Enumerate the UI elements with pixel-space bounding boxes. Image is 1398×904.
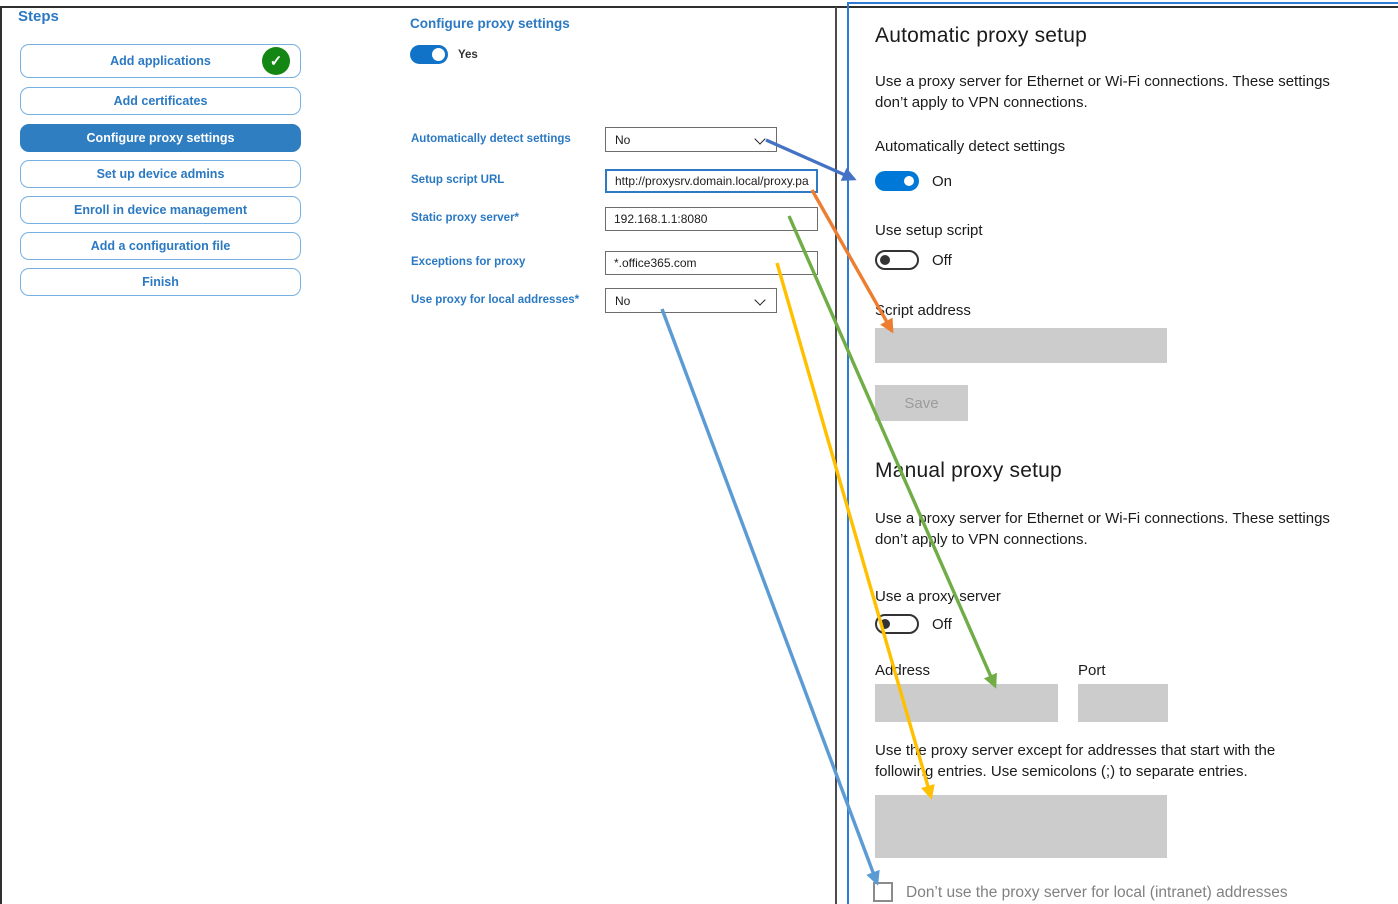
vertical-divider: [835, 7, 837, 904]
local-addresses-arrow: [660, 308, 880, 886]
setup-script-url-input[interactable]: http://proxysrv.domain.local/proxy.pa: [605, 169, 818, 193]
sidebar-item-configure-proxy-settings[interactable]: Configure proxy settings: [20, 124, 301, 152]
dont-use-proxy-local-label: Don’t use the proxy server for local (in…: [906, 884, 1288, 901]
automatic-proxy-description: Use a proxy server for Ethernet or Wi-Fi…: [875, 73, 1330, 111]
window-left-border: [0, 6, 2, 904]
manual-proxy-description: Use a proxy server for Ethernet or Wi-Fi…: [875, 510, 1330, 548]
sidebar-item-finish[interactable]: Finish: [20, 268, 301, 296]
detect-settings-toggle-state: On: [932, 173, 953, 190]
proxy-exceptions-help-text: Use the proxy server except for addresse…: [875, 742, 1276, 780]
detect-settings-label: Automatically detect settings: [875, 138, 1066, 155]
field-label-use-proxy-for-local-addresses: Use proxy for local addresses*: [411, 294, 580, 306]
input-value: http://proxysrv.domain.local/proxy.pa: [615, 174, 809, 188]
input-value: *.office365.com: [614, 256, 697, 270]
automatic-proxy-setup-heading: Automatic proxy setup: [875, 24, 1087, 47]
field-label-setup-script-url: Setup script URL: [411, 174, 505, 186]
use-a-proxy-server-toggle[interactable]: [875, 614, 919, 634]
use-setup-script-toggle-state: Off: [932, 252, 952, 269]
toggle-knob: [880, 619, 890, 629]
configure-proxy-toggle-state: Yes: [458, 49, 478, 61]
chevron-down-icon: [754, 133, 766, 145]
use-a-proxy-server-label: Use a proxy server: [875, 588, 1001, 605]
sidebar-item-set-up-device-admins[interactable]: Set up device admins: [20, 160, 301, 188]
address-input[interactable]: [875, 684, 1058, 722]
save-button[interactable]: Save: [875, 385, 968, 421]
completed-check-icon: ✓: [262, 47, 290, 75]
exceptions-for-proxy-input[interactable]: *.office365.com: [605, 251, 818, 275]
configure-proxy-toggle[interactable]: [410, 45, 448, 64]
manual-proxy-setup-heading: Manual proxy setup: [875, 459, 1062, 482]
port-input[interactable]: [1078, 684, 1168, 722]
use-proxy-for-local-addresses-select[interactable]: No: [605, 288, 777, 313]
step-label: Set up device admins: [96, 167, 225, 181]
script-address-input[interactable]: [875, 328, 1167, 363]
proxy-exceptions-textarea[interactable]: [875, 795, 1167, 858]
script-address-label: Script address: [875, 302, 971, 319]
use-a-proxy-server-toggle-state: Off: [932, 616, 952, 633]
field-label-static-proxy-server: Static proxy server*: [411, 212, 520, 224]
toggle-knob: [880, 255, 890, 265]
step-label: Finish: [142, 275, 179, 289]
window-top-border: [0, 6, 1398, 8]
select-value: No: [615, 293, 631, 308]
form-title: Configure proxy settings: [410, 16, 570, 31]
automatically-detect-settings-select[interactable]: No: [605, 127, 777, 152]
chevron-down-icon: [754, 294, 766, 306]
port-label: Port: [1078, 662, 1106, 679]
step-label: Add applications: [110, 54, 211, 68]
toggle-knob: [432, 48, 445, 61]
field-label-automatically-detect-settings: Automatically detect settings: [411, 133, 571, 145]
steps-title: Steps: [18, 8, 59, 25]
input-value: 192.168.1.1:8080: [614, 212, 708, 226]
static-proxy-server-input[interactable]: 192.168.1.1:8080: [605, 207, 818, 231]
sidebar-item-add-a-configuration-file[interactable]: Add a configuration file: [20, 232, 301, 260]
field-label-exceptions-for-proxy: Exceptions for proxy: [411, 256, 526, 268]
sidebar-item-add-certificates[interactable]: Add certificates: [20, 87, 301, 115]
step-label: Add certificates: [113, 94, 208, 108]
address-label: Address: [875, 662, 931, 679]
sidebar-item-add-applications[interactable]: Add applications ✓: [20, 44, 301, 78]
sidebar-item-enroll-in-device-management[interactable]: Enroll in device management: [20, 196, 301, 224]
detect-settings-toggle[interactable]: [875, 171, 919, 191]
select-value: No: [615, 132, 631, 147]
use-setup-script-toggle[interactable]: [875, 250, 919, 270]
step-label: Add a configuration file: [90, 239, 231, 253]
use-setup-script-label: Use setup script: [875, 222, 983, 239]
dont-use-proxy-local-checkbox[interactable]: [873, 882, 893, 902]
toggle-knob: [904, 176, 914, 186]
step-label: Configure proxy settings: [86, 131, 235, 145]
step-label: Enroll in device management: [74, 203, 247, 217]
